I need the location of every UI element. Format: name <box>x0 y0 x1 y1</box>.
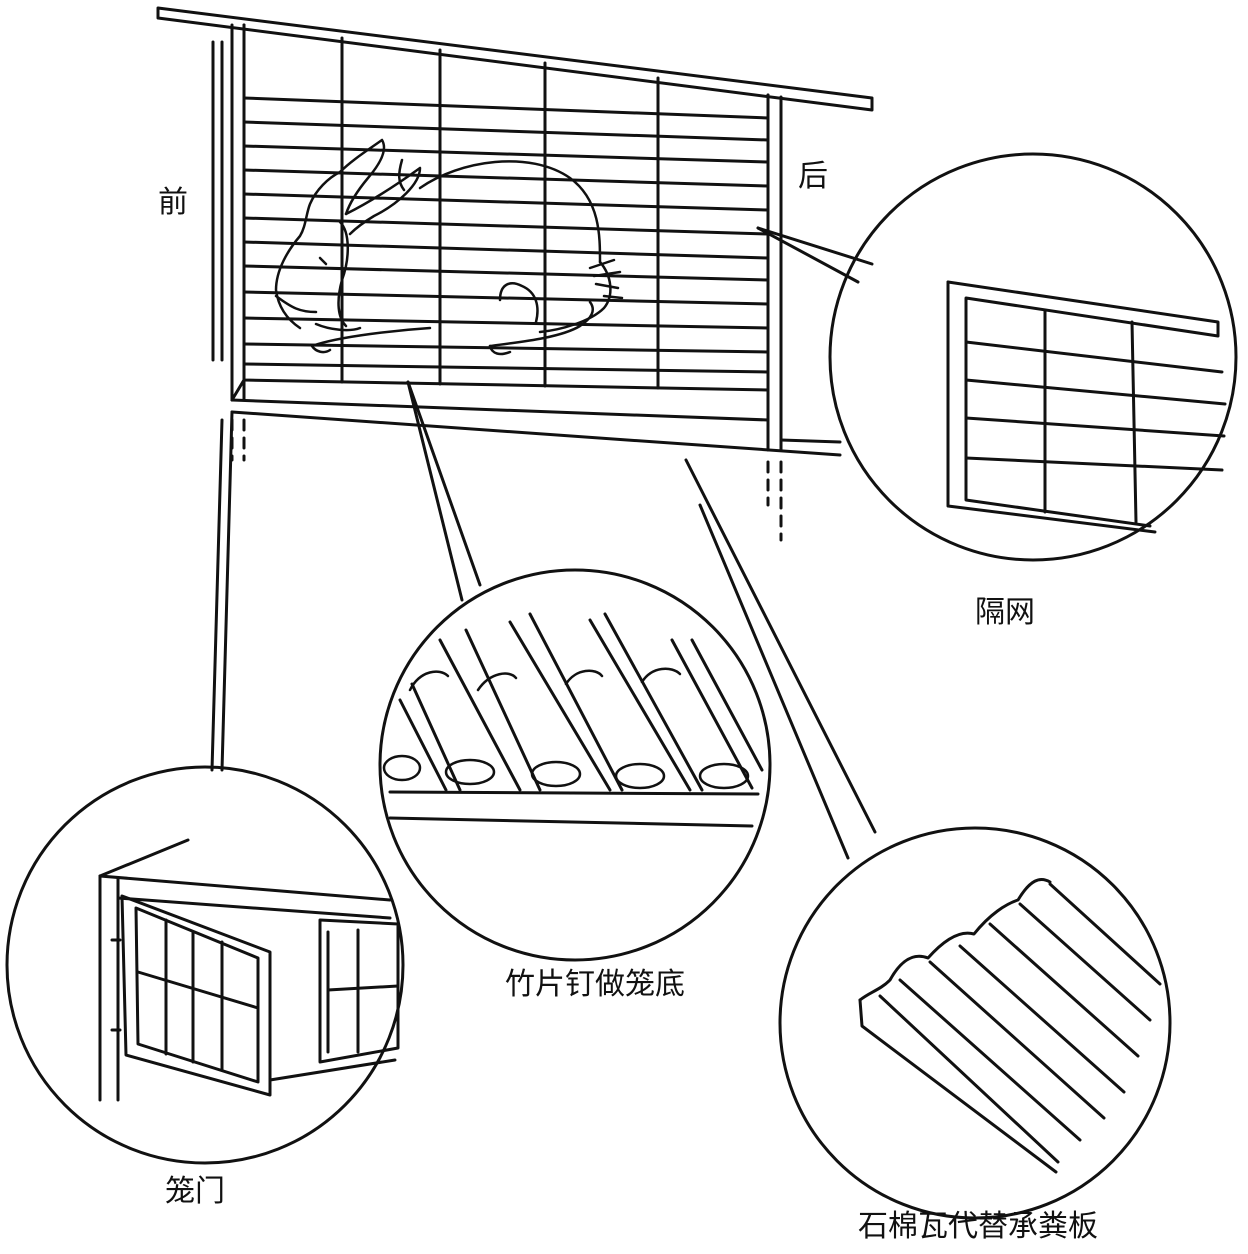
cage-roof <box>158 8 872 110</box>
door-panel <box>122 896 270 1095</box>
callout-bamboo-floor <box>380 382 770 960</box>
mesh-horizontal-bars <box>244 98 768 372</box>
mesh-panel-frame <box>244 25 768 390</box>
tray-detail-circle <box>780 828 1170 1218</box>
bamboo-slats <box>400 614 762 790</box>
floor-detail-circle <box>380 570 770 960</box>
rabbit-illustration <box>276 140 622 354</box>
label-bamboo-floor: 竹片钉做笼底 <box>505 967 685 1002</box>
callout-droppings-tray <box>686 460 1170 1218</box>
callout-partition-mesh <box>758 154 1236 560</box>
label-front: 前 <box>158 185 188 220</box>
label-back: 后 <box>798 159 828 194</box>
side-window <box>320 920 398 1062</box>
door-detail-circle <box>7 767 403 1163</box>
cage-main <box>158 8 872 540</box>
mesh-vertical-bars <box>342 38 658 388</box>
floor-joists <box>384 669 748 788</box>
floor-rail <box>232 400 768 420</box>
callout-cage-door <box>7 412 403 1163</box>
label-partition-mesh: 隔网 <box>975 595 1035 630</box>
mesh-detail-circle <box>830 154 1236 560</box>
label-droppings-tray: 石棉瓦代替承粪板 <box>858 1209 1098 1244</box>
label-cage-door: 笼门 <box>165 1174 225 1209</box>
